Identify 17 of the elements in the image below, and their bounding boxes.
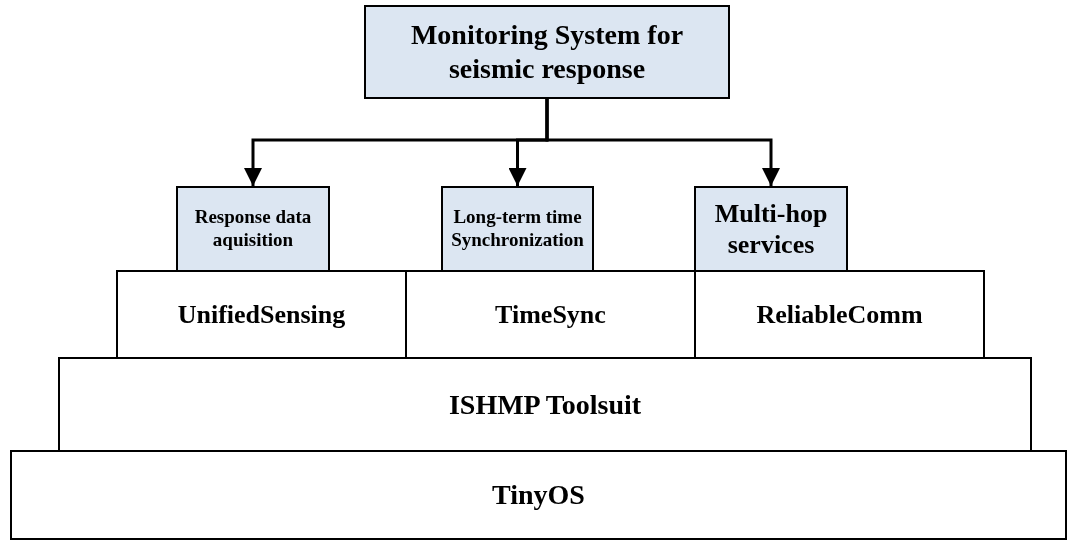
service-layer-box xyxy=(116,270,407,359)
os-layer-box xyxy=(10,450,1067,540)
function-box xyxy=(694,186,848,272)
function-box xyxy=(176,186,330,272)
function-box xyxy=(441,186,594,272)
system-box xyxy=(364,5,730,99)
box-label: TinyOS xyxy=(492,478,585,512)
box-label: TimeSync xyxy=(495,298,606,331)
box-label: Multi-hop services xyxy=(713,197,829,261)
box-label: Monitoring System for seismic response xyxy=(409,18,685,86)
toolsuite-layer-box xyxy=(58,357,1032,452)
box-label: ReliableComm xyxy=(756,298,923,331)
box-label: Response data aquisition xyxy=(193,206,313,252)
box-label: UnifiedSensing xyxy=(177,298,346,331)
arrow xyxy=(545,99,780,186)
box-label: Long-term time Synchronization xyxy=(450,206,585,252)
box-label: ISHMP Toolsuit xyxy=(448,387,642,422)
